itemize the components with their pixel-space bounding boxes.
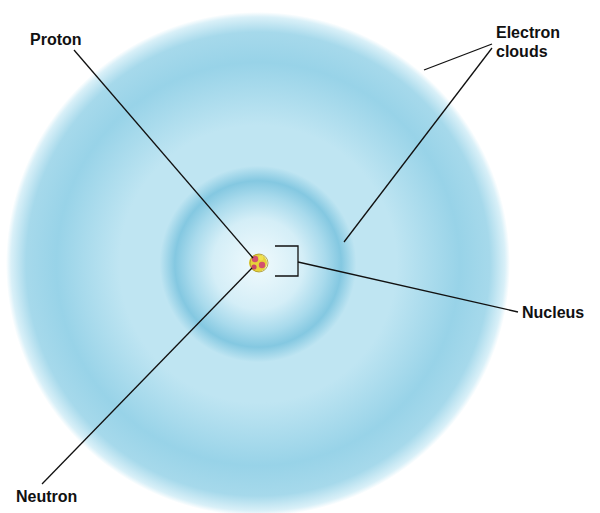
leader-line bbox=[74, 50, 253, 258]
leader-lines bbox=[42, 44, 518, 484]
part-label: Nucleus bbox=[522, 303, 598, 322]
leader-line bbox=[42, 268, 252, 484]
leader-line bbox=[344, 48, 492, 242]
leader-line bbox=[424, 44, 492, 70]
part-label: Proton bbox=[30, 30, 120, 49]
electron-cloud bbox=[6, 12, 510, 513]
leader-line bbox=[298, 262, 518, 312]
part-label: Neutron bbox=[16, 487, 106, 506]
bracket bbox=[275, 246, 298, 276]
part-label: Electron clouds bbox=[496, 23, 586, 61]
